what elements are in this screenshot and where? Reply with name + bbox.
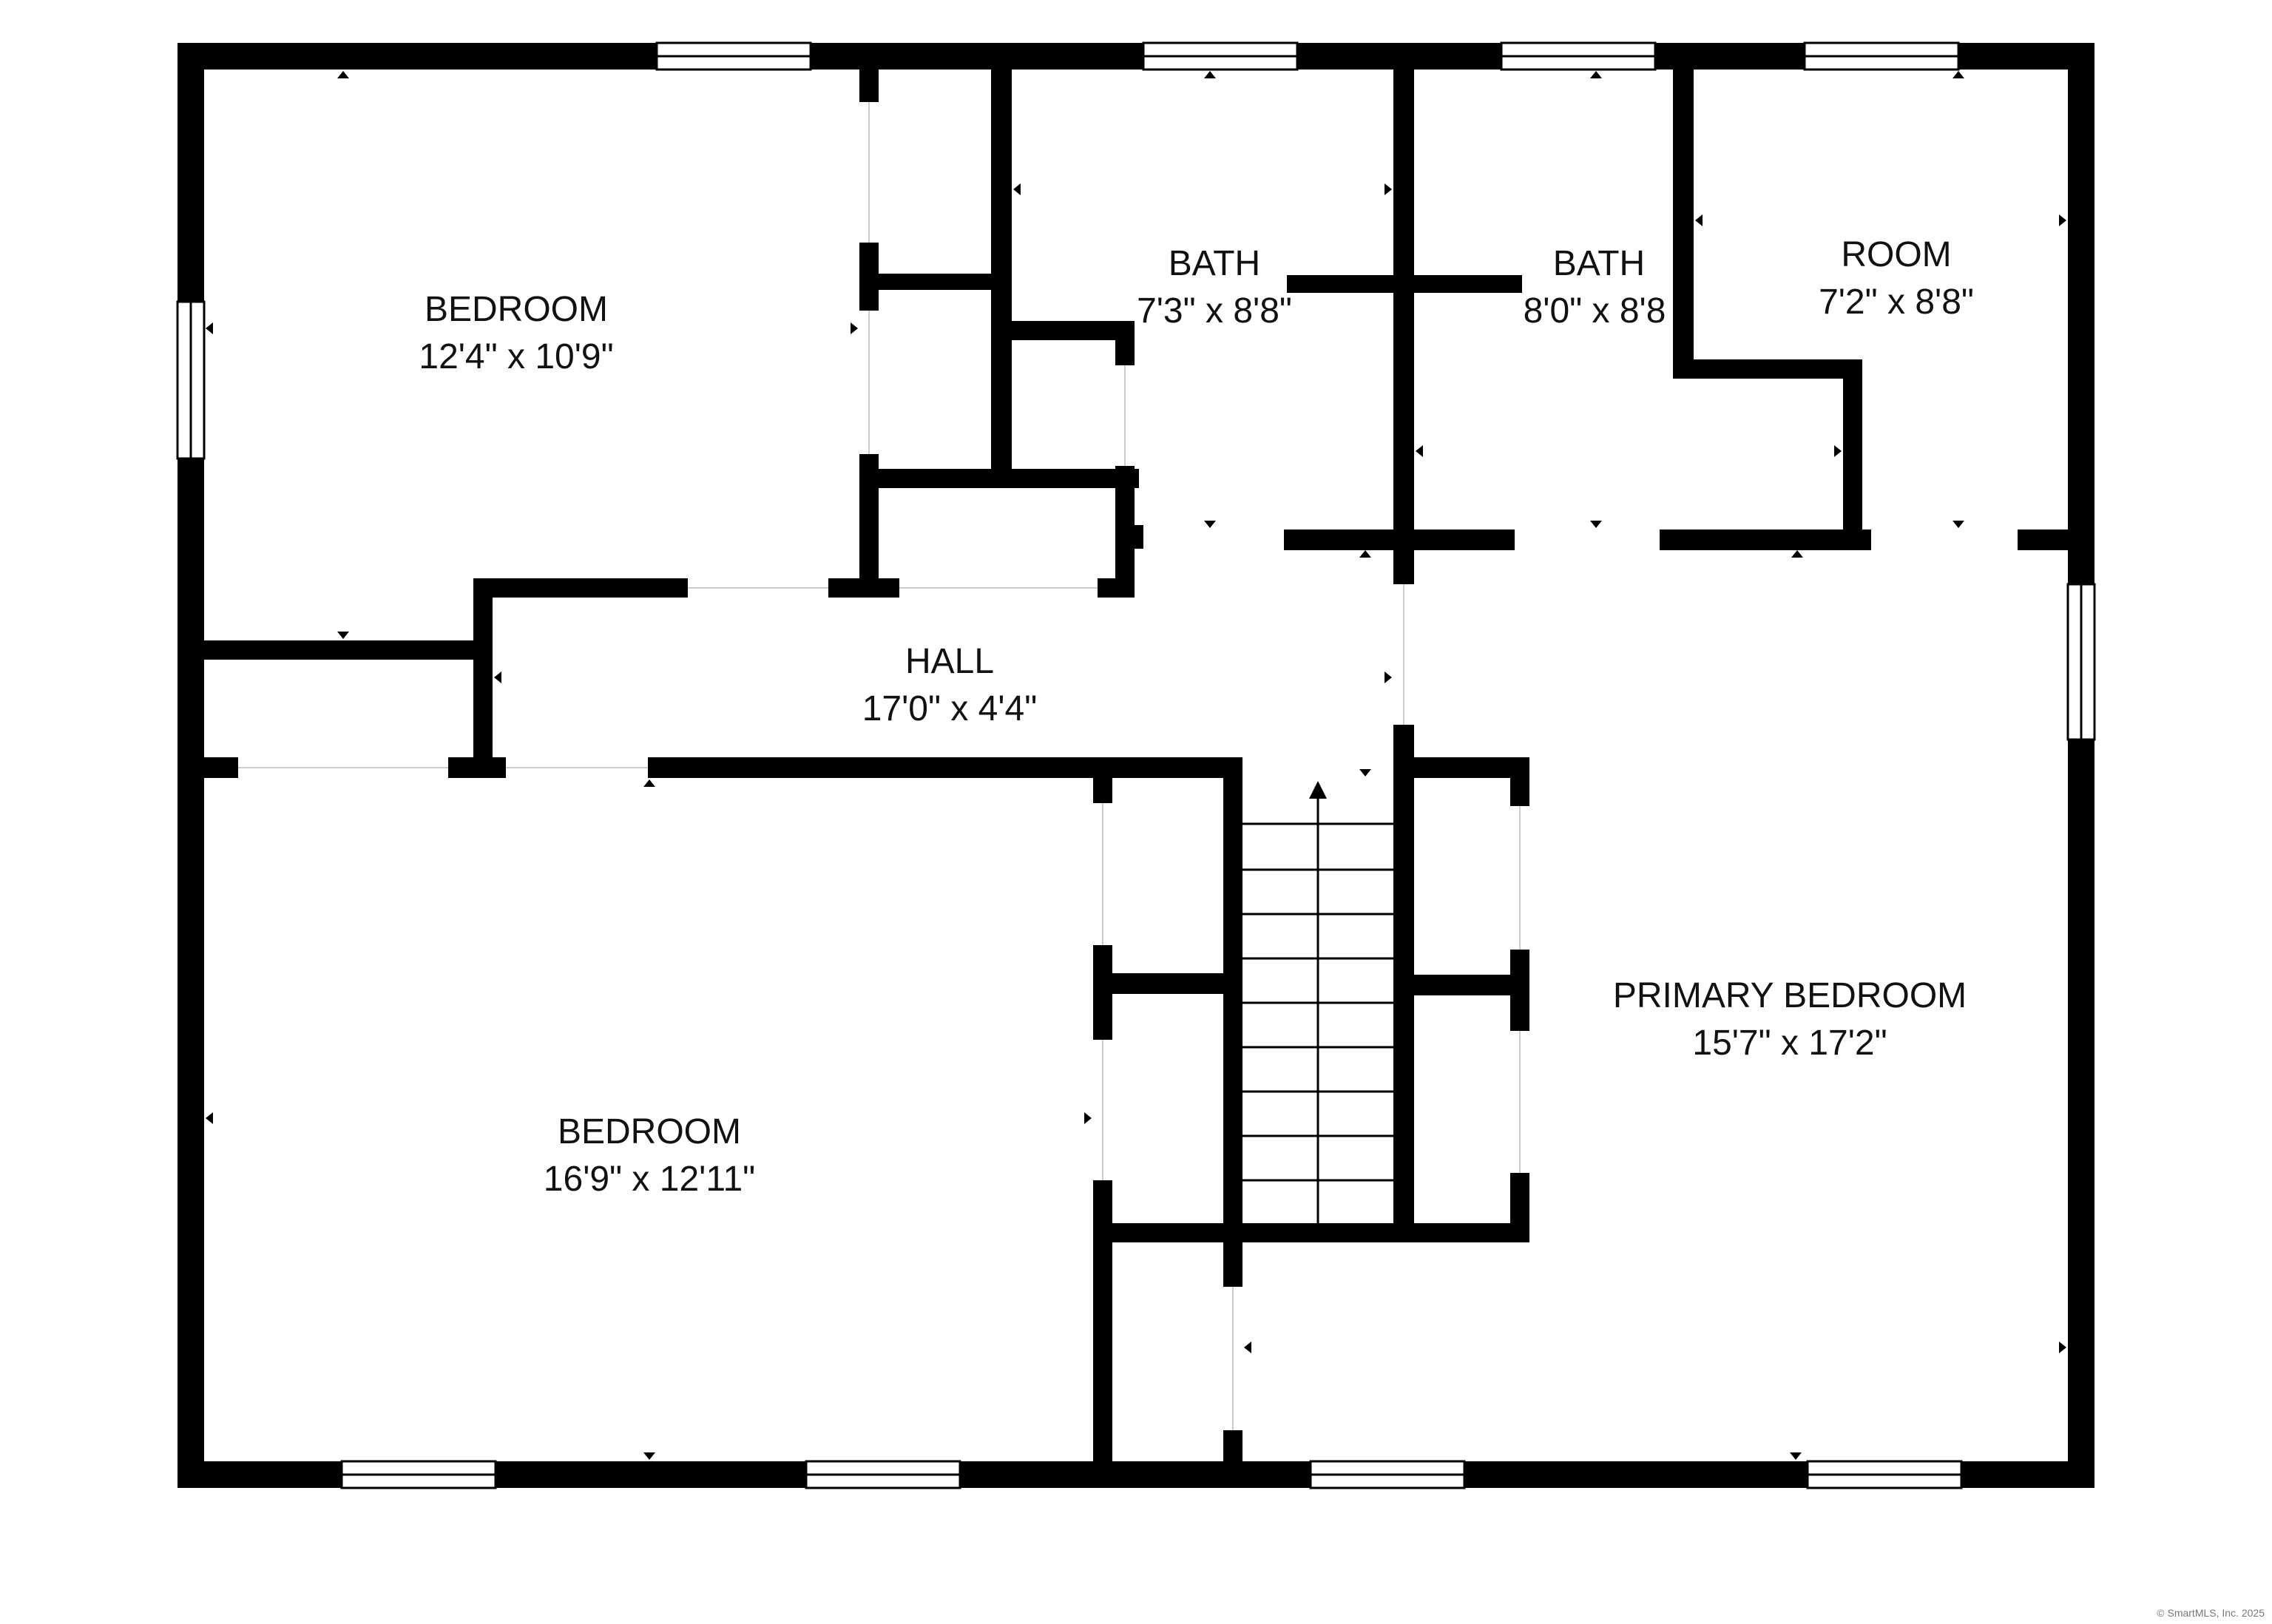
wall [828, 578, 899, 598]
room-size-bedroom-sw: 16'9" x 12'11" [544, 1160, 755, 1199]
marker-icon [1416, 445, 1423, 457]
wall [1223, 757, 1242, 1287]
marker-icon [206, 322, 213, 334]
wall [1660, 530, 1871, 550]
room-labels: BEDROOM 12'4" x 10'9" BATH 7'3" x 8'8" B… [419, 235, 1974, 1199]
marker-icon [2059, 1342, 2066, 1353]
marker-icon [2059, 214, 2066, 226]
marker-icon [1590, 521, 1602, 528]
room-name-bedroom-sw: BEDROOM [558, 1112, 741, 1151]
room-name-bath-2: BATH [1553, 244, 1645, 283]
wall [1393, 757, 1529, 778]
wall [859, 274, 1004, 290]
wall [991, 321, 1133, 340]
marker-icon [1695, 214, 1703, 226]
stair-up-arrow-icon [1309, 781, 1327, 799]
marker-icon [206, 1112, 213, 1124]
marker-icon [1204, 521, 1216, 528]
room-size-hall: 17'0" x 4'4" [862, 689, 1038, 728]
exterior-wall-top [178, 43, 2094, 70]
marker-icon [1384, 671, 1392, 683]
wall [1093, 973, 1240, 994]
marker-icon [1359, 550, 1371, 558]
wall [1510, 950, 1529, 1031]
room-size-bedroom-nw: 12'4" x 10'9" [419, 337, 613, 376]
staircase [1242, 781, 1393, 1223]
marker-icon [494, 671, 501, 683]
exterior-wall-right [2068, 43, 2094, 1488]
walls [178, 43, 2094, 1488]
marker-icon [1084, 1112, 1092, 1124]
room-name-bedroom-nw: BEDROOM [425, 290, 608, 329]
marker-icon [1791, 550, 1803, 558]
wall [178, 640, 493, 660]
marker-icon [1013, 183, 1021, 195]
room-size-bath-1: 7'3" x 8'8" [1137, 291, 1292, 331]
wall [1223, 1430, 1242, 1488]
wall [473, 578, 493, 778]
wall [1393, 975, 1529, 995]
room-size-bath-2: 8'0" x 8'8 [1524, 291, 1666, 331]
marker-icon [1952, 521, 1964, 528]
wall [2018, 530, 2094, 550]
room-name-room-ne: ROOM [1841, 235, 1951, 274]
wall [1393, 67, 1414, 584]
marker-icon [337, 71, 349, 78]
wall [1673, 359, 1861, 379]
marker-icon [1384, 183, 1392, 195]
marker-icon [337, 632, 349, 639]
marker-icon [1244, 1342, 1251, 1353]
wall [1115, 525, 1143, 549]
room-name-bath-1: BATH [1169, 244, 1260, 283]
wall [1115, 321, 1135, 365]
wall [1093, 757, 1112, 803]
wall [1673, 67, 1694, 376]
wall [473, 578, 688, 598]
wall [1284, 530, 1515, 550]
wall [859, 469, 1139, 488]
wall [1510, 1173, 1529, 1242]
wall [859, 67, 879, 102]
room-name-hall: HALL [905, 642, 994, 681]
marker-icon [643, 1452, 655, 1460]
marker-icon [1204, 71, 1216, 78]
door-openings [238, 102, 1521, 1430]
room-size-room-ne: 7'2" x 8'8" [1819, 282, 1974, 322]
marker-icon [1834, 445, 1842, 457]
marker-icon [1790, 1452, 1802, 1460]
marker-icon [1952, 71, 1964, 78]
room-name-primary-bedroom: PRIMARY BEDROOM [1613, 976, 1967, 1015]
copyright-credit: © SmartMLS, Inc. 2025 [2157, 1607, 2265, 1619]
wall [1843, 359, 1862, 550]
marker-icon [1590, 71, 1602, 78]
marker-icon [1359, 769, 1371, 777]
room-size-primary-bedroom: 15'7" x 17'2" [1692, 1024, 1887, 1063]
wall [178, 757, 238, 778]
wall [1098, 578, 1135, 598]
marker-icon [851, 322, 858, 334]
wall [1093, 1223, 1529, 1242]
wall [448, 757, 506, 778]
marker-icon [643, 779, 655, 787]
wall [991, 67, 1012, 473]
wall [1510, 757, 1529, 806]
exterior-wall-bottom [178, 1461, 2094, 1488]
wall [648, 757, 1242, 778]
dimension-markers [206, 71, 2066, 1460]
windows [176, 41, 2096, 1489]
